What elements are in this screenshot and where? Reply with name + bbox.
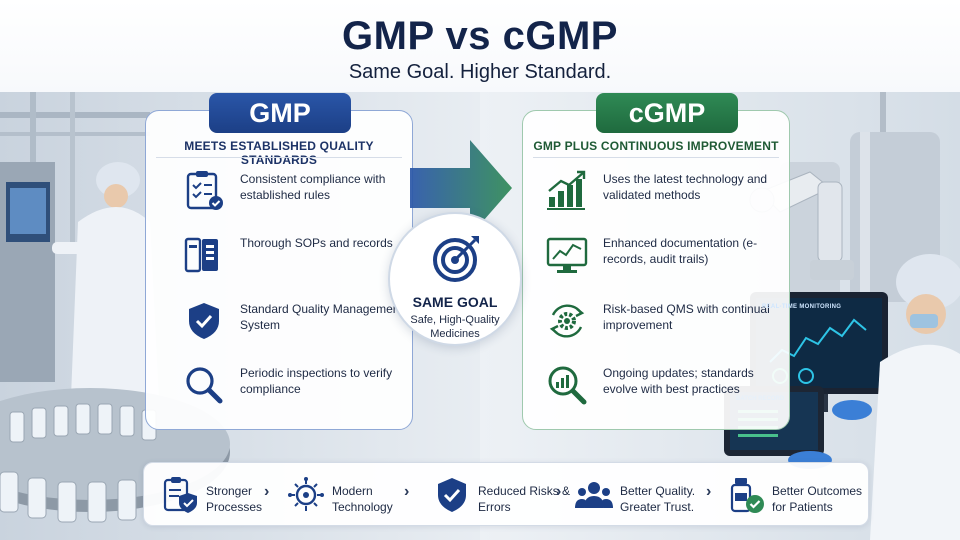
binders-icon [182, 233, 226, 277]
gear-cycle-icon [545, 299, 589, 343]
cgmp-item: Risk-based QMS with continual improvemen… [523, 299, 789, 359]
cgmp-item-text: Uses the latest technology and validated… [603, 172, 768, 202]
cgmp-panel: GMP PLUS CONTINUOUS IMPROVEMENT Uses the… [522, 110, 790, 430]
benefit-text: Stronger Processes [206, 484, 263, 514]
bottle-check-icon [726, 475, 766, 515]
chevron-right-icon: › [404, 483, 410, 500]
page-subtitle: Same Goal. Higher Standard. [348, 61, 612, 83]
monitor-chart-icon [545, 233, 589, 277]
gmp-item-text: Thorough SOPs and records [240, 236, 393, 250]
people-icon [574, 475, 614, 515]
gmp-label: GMP [209, 93, 351, 133]
gmp-panel: MEETS ESTABLISHED QUALITY STANDARDS Cons… [145, 110, 413, 430]
gmp-item-text: Periodic inspections to verify complianc… [240, 366, 393, 396]
shield-check-icon [182, 299, 226, 343]
cgmp-item: Ongoing updates; standards evolve with b… [523, 363, 789, 423]
header: GMP vs cGMP Same Goal. Higher Standard. [0, 0, 960, 92]
clipboard-shield-icon [160, 475, 200, 515]
target-icon [431, 232, 483, 284]
magnifier-chart-icon [545, 363, 589, 407]
transition-arrow [410, 140, 520, 236]
gmp-item-text: Standard Quality Management System [240, 302, 403, 332]
gmp-item: Consistent compliance with established r… [146, 169, 412, 229]
magnifier-icon [182, 363, 226, 407]
cgmp-item-text: Ongoing updates; standards evolve with b… [603, 366, 754, 396]
chevron-right-icon: › [264, 483, 270, 500]
tablet-screen-title: BATCH RECORD [736, 396, 785, 402]
cgmp-item-text: Enhanced documentation (e-records, audit… [603, 236, 758, 266]
benefit-text: Modern Technology [332, 484, 393, 514]
checklist-icon [182, 169, 226, 213]
cgmp-subtitle: GMP PLUS CONTINUOUS IMPROVEMENT [533, 139, 779, 153]
same-goal-badge: SAME GOAL Safe, High-Quality Medicines [388, 212, 522, 346]
monitor-screen-title: REAL-TIME MONITORING [762, 304, 842, 310]
gmp-item: Periodic inspections to verify complianc… [146, 363, 412, 423]
growth-chart-icon [545, 169, 589, 213]
gmp-subtitle: MEETS ESTABLISHED QUALITY STANDARDS [184, 139, 374, 167]
chevron-right-icon: › [556, 483, 562, 500]
benefit-text: Better Outcomes for Patients [772, 484, 863, 514]
cgmp-item-text: Risk-based QMS with continual improvemen… [603, 302, 770, 332]
same-goal-description: Safe, High-Quality Medicines [410, 314, 500, 340]
chevron-right-icon: › [706, 483, 712, 500]
divider [156, 157, 402, 158]
tech-gear-icon [286, 475, 326, 515]
benefit-text: Better Quality. Greater Trust. [620, 484, 696, 514]
shield-check-icon [432, 475, 472, 515]
cgmp-label: cGMP [596, 93, 738, 133]
gmp-item: Thorough SOPs and records [146, 233, 412, 293]
same-goal-title: SAME GOAL [412, 294, 498, 310]
gmp-item-text: Consistent compliance with established r… [240, 172, 386, 202]
benefits-bar: Stronger Processes › Modern Technology ›… [143, 462, 869, 526]
cgmp-item: Enhanced documentation (e-records, audit… [523, 233, 789, 293]
benefit-text: Reduced Risks & Errors [478, 484, 571, 514]
cgmp-item: Uses the latest technology and validated… [523, 169, 789, 229]
page-title: GMP vs cGMP [342, 14, 618, 58]
divider [533, 157, 779, 158]
gmp-item: Standard Quality Management System [146, 299, 412, 359]
